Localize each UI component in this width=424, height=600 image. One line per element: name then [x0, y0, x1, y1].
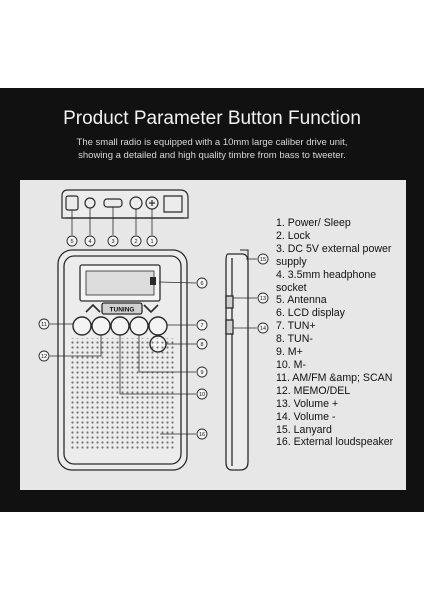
marker-2: 2 [130, 235, 142, 247]
marker-15: 15 [257, 253, 269, 265]
marker-13: 13 [257, 292, 269, 304]
legend-item: 9. M+ [276, 346, 303, 359]
svg-text:15: 15 [260, 257, 266, 263]
legend-item: 8. TUN- [276, 333, 313, 346]
marker-12: 12 [38, 350, 50, 362]
legend-item: socket [276, 281, 307, 294]
side-view [225, 249, 249, 471]
subtitle-line-1: The small radio is equipped with a 10mm … [76, 137, 348, 148]
page-title: Product Parameter Button Function [63, 108, 361, 129]
marker-11: 11 [38, 318, 50, 330]
marker-3: 3 [107, 235, 119, 247]
svg-text:11: 11 [41, 322, 47, 328]
top-leaders [71, 207, 153, 235]
subtitle-line-2: showing a detailed and high quality timb… [78, 150, 346, 161]
legend-item: 5. Antenna [276, 294, 327, 307]
tuning-label: TUNING [110, 307, 135, 314]
marker-6: 6 [196, 277, 208, 289]
front-leaders [50, 281, 197, 435]
legend-item: 11. AM/FM &amp; SCAN [276, 371, 393, 384]
marker-4: 4 [84, 235, 96, 247]
legend-item: 3. DC 5V external power [276, 242, 392, 255]
svg-text:6: 6 [200, 281, 203, 287]
svg-text:10: 10 [199, 392, 205, 398]
legend-item: 1. Power/ Sleep [276, 217, 351, 229]
marker-8: 8 [196, 338, 208, 350]
svg-text:14: 14 [260, 326, 266, 332]
marker-14: 14 [257, 322, 269, 334]
legend-item: 7. TUN+ [276, 320, 316, 333]
svg-text:4: 4 [88, 239, 91, 245]
legend-item: 13. Volume + [276, 397, 339, 410]
marker-10: 10 [196, 388, 208, 400]
marker-9: 9 [196, 366, 208, 378]
legend-item: 14. Volume - [276, 410, 336, 423]
legend-item: supply [276, 255, 307, 268]
legend-item: 6. LCD display [276, 307, 345, 320]
svg-text:16: 16 [199, 432, 205, 438]
marker-7: 7 [196, 319, 208, 331]
side-leaders [233, 258, 257, 329]
legend-item: 15. Lanyard [276, 423, 332, 436]
marker-5: 5 [66, 235, 78, 247]
svg-text:12: 12 [41, 354, 47, 360]
svg-text:9: 9 [200, 370, 203, 376]
legend-item: 10. M- [276, 358, 307, 371]
svg-text:8: 8 [200, 342, 203, 348]
svg-text:3: 3 [111, 239, 114, 245]
svg-text:2: 2 [134, 239, 137, 245]
top-view [61, 189, 189, 219]
marker-1: 1 [146, 235, 158, 247]
svg-text:13: 13 [260, 296, 266, 302]
svg-text:5: 5 [70, 239, 73, 245]
callout-markers: 5 4 3 2 1 6 7 8 9 10 11 12 13 14 15 16 [38, 235, 269, 440]
marker-16: 16 [196, 428, 208, 440]
legend-item: 12. MEMO/DEL [276, 384, 351, 397]
svg-text:1: 1 [150, 239, 153, 245]
legend-item: 4. 3.5mm headphone [276, 268, 377, 281]
svg-text:7: 7 [200, 323, 203, 329]
function-legend: 1. Power/ Sleep 2. Lock 3. DC 5V externa… [276, 217, 393, 449]
legend-item: 2. Lock [276, 229, 311, 242]
legend-item: 16. External loudspeaker [276, 436, 394, 449]
